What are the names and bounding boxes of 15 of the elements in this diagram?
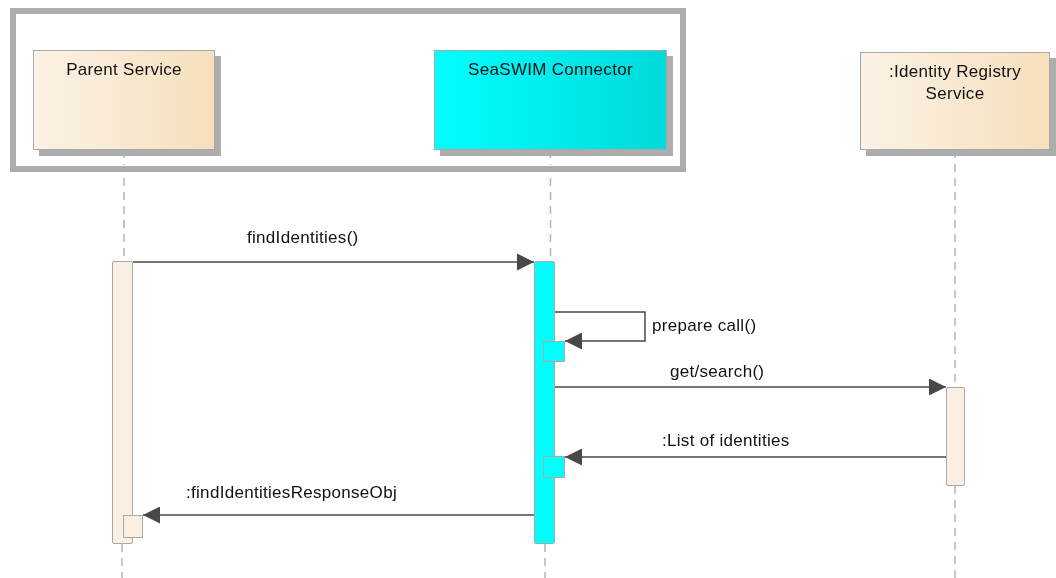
- message-label: prepare call(): [650, 316, 759, 336]
- message-arrow: [564, 448, 947, 466]
- message-arrow: [554, 311, 646, 350]
- frame-box: [10, 8, 686, 172]
- message-label: findIdentities(): [245, 228, 361, 248]
- message-label: :findIdentitiesResponseObj: [184, 483, 399, 503]
- activation-bar: [946, 387, 965, 486]
- message-arrow: [132, 253, 535, 271]
- activation-box: [543, 341, 565, 362]
- message-arrow: [554, 378, 947, 396]
- activation-box: [543, 456, 565, 478]
- activation-bar: [112, 261, 133, 544]
- activation-bar: [534, 261, 555, 544]
- message-arrow: [142, 506, 535, 524]
- activation-box: [123, 515, 143, 538]
